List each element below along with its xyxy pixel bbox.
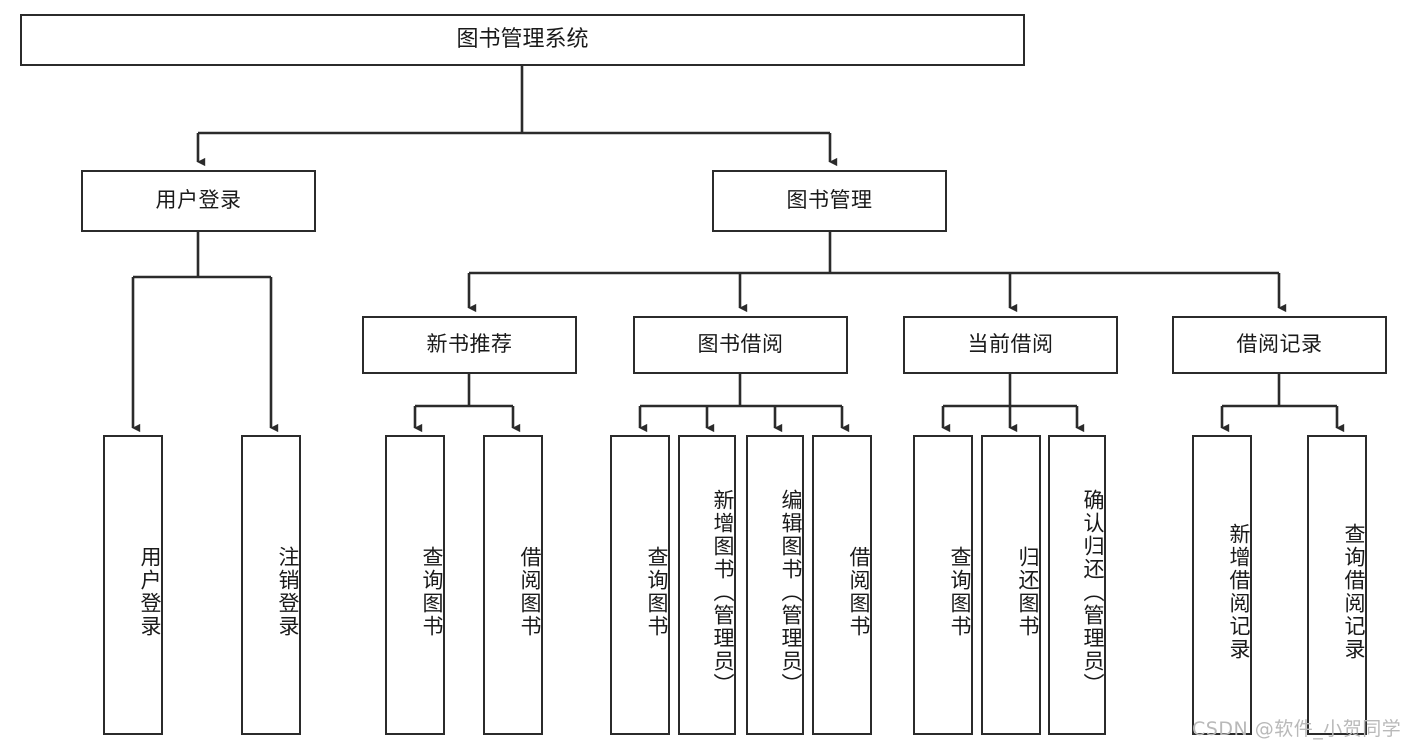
node-book-manage[interactable]: 图书管理 bbox=[712, 170, 947, 232]
node-label: 查询图书 bbox=[420, 546, 444, 638]
leaf-query-record[interactable]: 查询借阅记录 bbox=[1307, 435, 1367, 735]
node-book-borrow[interactable]: 图书借阅 bbox=[633, 316, 848, 374]
leaf-borrow-book-1[interactable]: 借阅图书 bbox=[483, 435, 543, 735]
node-label: 新增借阅记录 bbox=[1227, 523, 1251, 661]
node-label: 图书管理系统 bbox=[456, 26, 589, 52]
leaf-add-record[interactable]: 新增借阅记录 bbox=[1192, 435, 1252, 735]
leaf-confirm-return[interactable]: 确认归还（管理员） bbox=[1048, 435, 1106, 735]
node-current-borrow[interactable]: 当前借阅 bbox=[903, 316, 1118, 374]
node-label: 图书借阅 bbox=[697, 332, 784, 357]
node-user-login[interactable]: 用户登录 bbox=[81, 170, 316, 232]
leaf-edit-book[interactable]: 编辑图书（管理员） bbox=[746, 435, 804, 735]
node-label: 用户登录 bbox=[155, 188, 242, 213]
node-label: 编辑图书（管理员） bbox=[779, 488, 803, 696]
node-label: 查询图书 bbox=[645, 546, 669, 638]
node-label: 借阅记录 bbox=[1236, 332, 1323, 357]
node-label: 借阅图书 bbox=[518, 546, 542, 638]
node-borrow-record[interactable]: 借阅记录 bbox=[1172, 316, 1387, 374]
node-root-book-management-system[interactable]: 图书管理系统 bbox=[20, 14, 1025, 66]
leaf-query-book-1[interactable]: 查询图书 bbox=[385, 435, 445, 735]
leaf-query-book-2[interactable]: 查询图书 bbox=[610, 435, 670, 735]
node-label: 归还图书 bbox=[1016, 546, 1040, 638]
node-label: 新书推荐 bbox=[426, 332, 513, 357]
node-label: 用户登录 bbox=[138, 546, 162, 638]
leaf-user-login[interactable]: 用户登录 bbox=[103, 435, 163, 735]
node-new-book-recommend[interactable]: 新书推荐 bbox=[362, 316, 577, 374]
leaf-add-book[interactable]: 新增图书（管理员） bbox=[678, 435, 736, 735]
leaf-query-book-3[interactable]: 查询图书 bbox=[913, 435, 973, 735]
node-label: 图书管理 bbox=[786, 188, 873, 213]
leaf-return-book[interactable]: 归还图书 bbox=[981, 435, 1041, 735]
watermark-csdn: CSDN @软件_小贺同学 bbox=[1192, 718, 1402, 740]
node-label: 查询借阅记录 bbox=[1342, 523, 1366, 661]
node-label: 新增图书（管理员） bbox=[711, 488, 735, 696]
leaf-borrow-book-2[interactable]: 借阅图书 bbox=[812, 435, 872, 735]
node-label: 查询图书 bbox=[948, 546, 972, 638]
node-label: 当前借阅 bbox=[967, 332, 1054, 357]
node-label: 确认归还（管理员） bbox=[1081, 488, 1105, 696]
node-label: 注销登录 bbox=[276, 546, 300, 638]
node-label: 借阅图书 bbox=[847, 546, 871, 638]
leaf-logout-login[interactable]: 注销登录 bbox=[241, 435, 301, 735]
